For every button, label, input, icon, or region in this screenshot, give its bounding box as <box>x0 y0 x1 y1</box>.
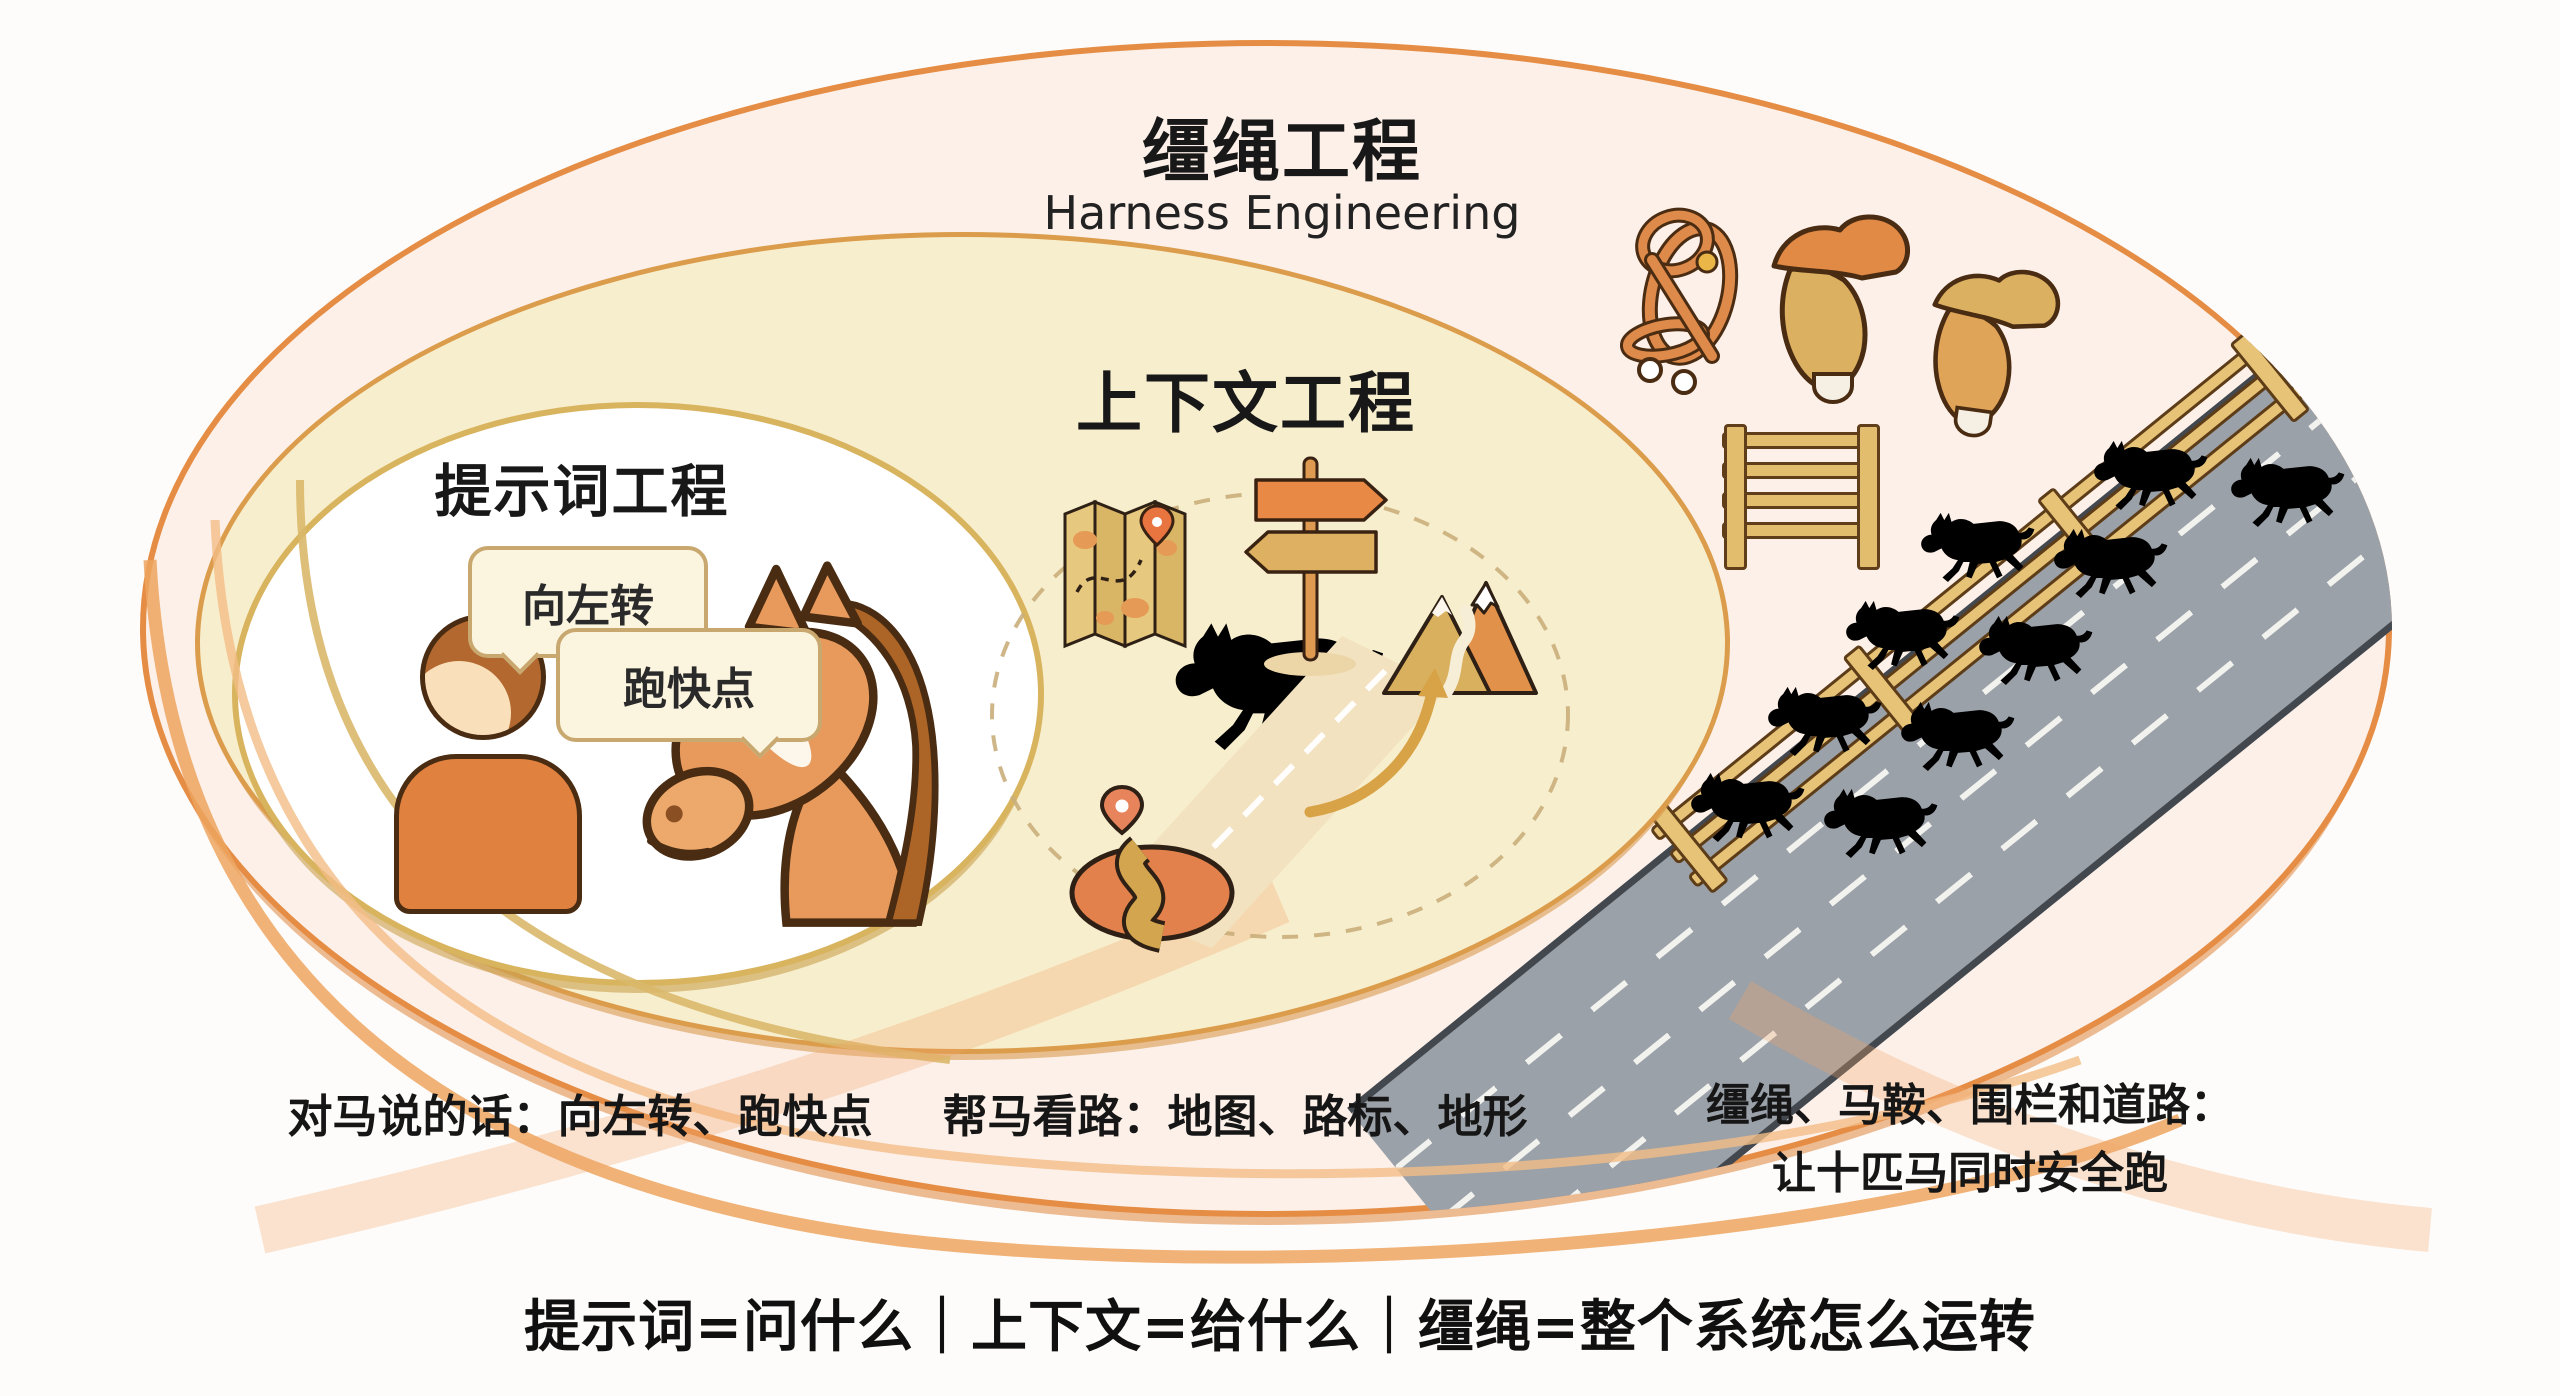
running-horse-icon <box>1820 786 1940 870</box>
prompt-title: 提示词工程 <box>434 459 730 525</box>
running-horse-icon <box>1975 613 2095 697</box>
harness-title: 缰绳工程 <box>1141 113 1422 192</box>
running-horse-icon <box>1897 699 2017 783</box>
mountains-icon <box>1382 581 1538 699</box>
map-icon <box>1063 499 1187 649</box>
saddle-icon <box>1932 269 2061 438</box>
running-horse-icon <box>2090 438 2210 522</box>
saddle-icon <box>1771 214 1910 404</box>
running-horse-icon <box>1687 770 1807 854</box>
caption-prompt: 对马说的话：向左转、跑快点 <box>287 1090 873 1143</box>
running-horse-icon <box>1917 510 2037 594</box>
jump-fence-icon <box>1722 424 1880 570</box>
running-horse-icon <box>2227 455 2347 539</box>
signpost-icon <box>1244 456 1388 676</box>
caption-harness: 缰绳、马鞍、围栏和道路： 让十匹马同时安全跑 <box>1640 1072 2300 1208</box>
bottom-tagline: 提示词=问什么｜上下文=给什么｜缰绳=整个系统怎么运转 <box>524 1295 2036 1360</box>
caption-harness-line2: 让十匹马同时安全跑 <box>1772 1148 2168 1200</box>
speech-bubble-run-faster: 跑快点 <box>556 628 822 742</box>
running-horse-icon <box>2050 526 2170 610</box>
bridle-icon <box>1620 207 1739 395</box>
bubble-text: 跑快点 <box>623 664 755 715</box>
harness-subtitle: Harness Engineering <box>1043 186 1521 240</box>
running-horse-icon <box>1764 684 1884 768</box>
bubble-text: 向左转 <box>522 581 654 632</box>
jump-post <box>1857 424 1880 570</box>
caption-context: 帮马看路：地图、路标、地形 <box>942 1090 1528 1143</box>
jump-post <box>1724 424 1747 570</box>
person-body <box>394 754 582 914</box>
context-scene <box>990 456 1570 953</box>
running-horse-icon <box>1842 598 1962 682</box>
caption-harness-line1: 缰绳、马鞍、围栏和道路： <box>1706 1080 2234 1131</box>
context-title: 上下文工程 <box>1076 365 1416 442</box>
